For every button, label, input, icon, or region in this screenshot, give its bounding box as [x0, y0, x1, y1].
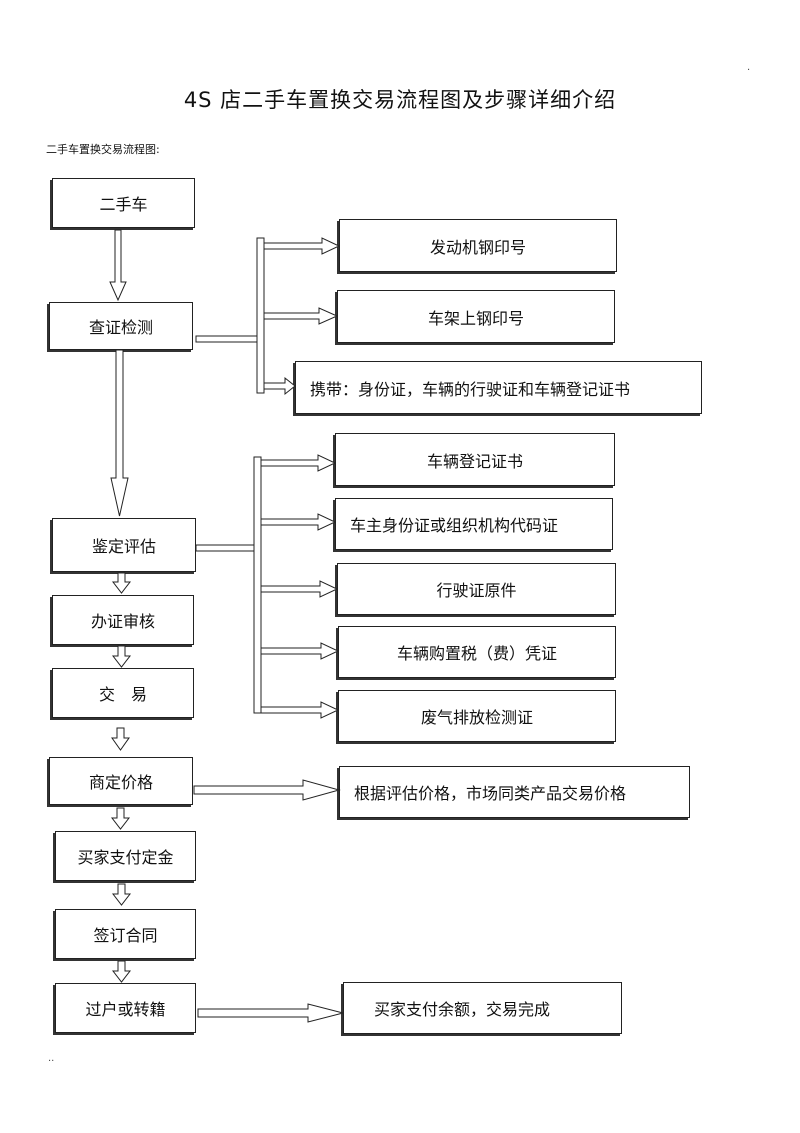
- check-arrow-1: [263, 237, 341, 255]
- arrow-down-3: [111, 572, 132, 594]
- step-negotiate-price: 商定价格: [49, 757, 193, 805]
- step-certify-review: 办证审核: [52, 595, 194, 645]
- price-arrow: [193, 779, 341, 801]
- appraisal-bracket-bar: [253, 456, 262, 714]
- corner-mark-top-right: .: [747, 62, 751, 73]
- appraisal-arrow-4: [260, 642, 340, 660]
- appraisal-arrow-1: [260, 454, 337, 472]
- final-note: 买家支付余额，交易完成: [343, 982, 622, 1034]
- check-arrow-2: [263, 307, 339, 325]
- arrow-down-4: [111, 645, 132, 668]
- check-connector: [195, 335, 259, 343]
- step-deposit: 买家支付定金: [55, 831, 196, 881]
- appraisal-connector: [195, 544, 255, 552]
- page-title: 4S 店二手车置换交易流程图及步骤详细介绍: [183, 88, 617, 112]
- flowchart-caption: 二手车置换交易流程图:: [46, 143, 160, 156]
- corner-mark-bottom-left: ..: [48, 1053, 55, 1064]
- step-trade: 交 易: [52, 668, 194, 718]
- check-branch-frame-stamp: 车架上钢印号: [337, 290, 615, 343]
- appraisal-arrow-2: [260, 513, 337, 531]
- step-contract: 签订合同: [55, 909, 196, 959]
- check-branch-engine-stamp: 发动机钢印号: [339, 219, 617, 272]
- check-branch-documents: 携带：身份证，车辆的行驶证和车辆登记证书: [295, 361, 702, 414]
- arrow-down-1: [109, 229, 127, 302]
- appraisal-arrow-5: [260, 701, 340, 719]
- step-used-car: 二手车: [52, 178, 195, 228]
- step-appraisal: 鉴定评估: [52, 518, 196, 572]
- arrow-down-7: [111, 883, 132, 906]
- final-arrow: [197, 1003, 344, 1023]
- appraisal-branch-license: 行驶证原件: [337, 563, 616, 615]
- appraisal-arrow-3: [260, 580, 339, 598]
- appraisal-branch-tax: 车辆购置税（费）凭证: [338, 626, 616, 678]
- appraisal-branch-owner-id: 车主身份证或组织机构代码证: [335, 498, 613, 550]
- arrow-down-2: [110, 349, 129, 517]
- appraisal-branch-registration: 车辆登记证书: [335, 433, 615, 486]
- arrow-down-8: [111, 960, 132, 983]
- arrow-down-6: [110, 807, 131, 830]
- price-note: 根据评估价格，市场同类产品交易价格: [339, 766, 690, 818]
- arrow-down-5: [111, 727, 130, 751]
- step-transfer: 过户或转籍: [55, 983, 196, 1033]
- step-check-docs: 查证检测: [49, 302, 193, 350]
- check-bracket-bar: [256, 237, 265, 394]
- appraisal-branch-emission: 废气排放检测证: [338, 690, 616, 742]
- check-arrow-3: [263, 376, 296, 396]
